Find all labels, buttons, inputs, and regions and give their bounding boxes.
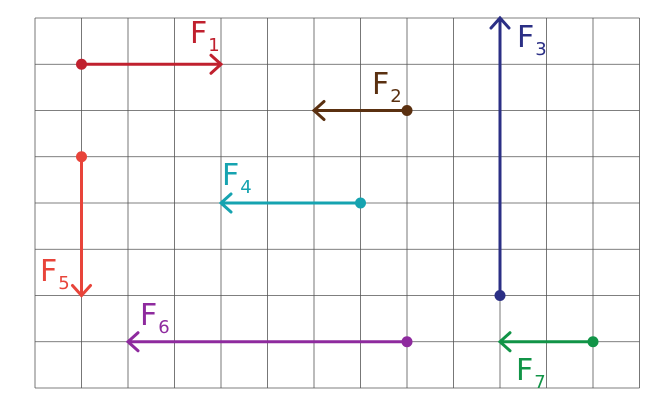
vector-f7-label-letter: F [516, 353, 533, 388]
vector-f1-label: F1 [190, 16, 220, 56]
vector-f3-label: F3 [517, 20, 547, 60]
vector-f6-tail-point [401, 336, 413, 348]
vector-f5-label-letter: F [40, 254, 57, 289]
vector-f1 [76, 53, 224, 75]
vector-f3-arrowhead [489, 15, 511, 30]
vector-f1-arrowhead [209, 53, 224, 75]
vector-f3-label-letter: F [517, 20, 534, 55]
vector-f2-label-subscript: 2 [390, 86, 401, 107]
vector-f5-label-subscript: 5 [58, 273, 69, 294]
vector-f3-tail-point [494, 290, 506, 301]
vector-f4-label-letter: F [222, 158, 239, 193]
vector-f7-label: F7 [516, 353, 546, 393]
vector-f2-label: F2 [372, 67, 402, 107]
vector-f5-tail-point [76, 151, 87, 163]
vector-f6-label-subscript: 6 [158, 317, 169, 338]
vector-f7-arrowhead [497, 331, 512, 353]
vector-f6-label-letter: F [140, 298, 157, 333]
vector-f5-label: F5 [40, 254, 70, 294]
vector-f3-label-subscript: 3 [535, 39, 546, 60]
vector-f1-tail-point [76, 58, 87, 70]
vector-f5 [71, 151, 92, 298]
vector-f6 [125, 331, 413, 353]
vector-f2 [311, 100, 413, 121]
vector-f4-label-subscript: 4 [240, 177, 251, 198]
vector-f4-arrowhead [218, 192, 233, 214]
vector-f6-label: F6 [140, 298, 170, 338]
vector-f4-label: F4 [222, 158, 252, 198]
vector-f2-arrowhead [311, 100, 326, 121]
vector-f3 [489, 15, 511, 301]
vector-f2-tail-point [401, 105, 413, 116]
vector-f1-label-subscript: 1 [208, 35, 219, 56]
vector-f2-label-letter: F [372, 67, 389, 102]
vector-f7-tail-point [587, 336, 599, 348]
vector-f7-label-subscript: 7 [534, 372, 545, 393]
vector-f7 [497, 331, 599, 353]
vector-f4 [218, 192, 366, 214]
vector-f6-arrowhead [125, 331, 140, 353]
vector-f4-tail-point [355, 197, 366, 209]
vectors [71, 15, 599, 353]
vector-f5-arrowhead [71, 284, 92, 298]
vector-f1-label-letter: F [190, 16, 207, 51]
